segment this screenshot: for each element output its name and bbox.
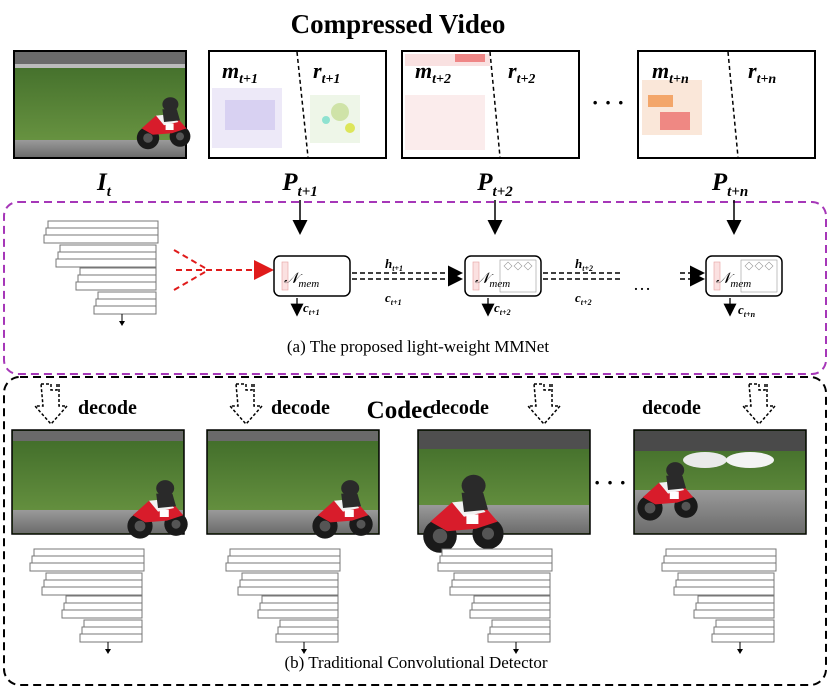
svg-text:𝒩mem: 𝒩mem [475,271,510,290]
decode-arrows [33,383,777,426]
detector-network-4 [661,548,777,654]
i-frame [13,50,191,159]
detector-network-3 [437,548,553,654]
p-frame-2-label: Pt+2 [476,169,513,200]
out-c-1: ct+1 [303,300,320,317]
h-label-2: ht+2 [575,256,593,273]
decode-label-4: decode [642,397,701,419]
backbone-network-a [43,220,159,326]
hidden-state-arrows [352,265,705,287]
svg-text:𝒩mem: 𝒩mem [716,271,751,290]
output-arrows [290,298,737,317]
p-frame-2: mt+2 rt+2 [401,50,580,159]
residual-label-2: rt+2 [508,58,535,87]
memory-module-2: 𝒩mem [464,255,542,297]
red-feature-arrows [173,249,274,291]
lstm-ellipsis: … [633,274,651,294]
decoded-frame-4 [633,429,807,535]
codec-label: Codec [367,397,434,424]
mv-label-2: mt+2 [415,58,451,87]
decode-label-3: decode [430,397,489,419]
decoded-frame-1 [11,429,188,539]
panel-a-border [3,201,827,375]
p-frame-down-arrows [292,200,742,235]
i-frame-label: It [96,169,112,200]
memory-module-n: 𝒩mem [705,255,783,297]
p-frame-1: mt+1 rt+1 [208,50,387,159]
c-label-2: ct+2 [575,290,592,307]
p-frame-n: mt+n rt+n [637,50,816,159]
out-c-n: ct+n [738,302,756,319]
residual-label-n: rt+n [748,58,776,87]
panel-b-border [3,376,827,686]
svg-text:𝒩mem: 𝒩mem [284,271,319,290]
backbone-networks-b [29,548,777,654]
p-frame-n-label: Pt+n [711,169,748,200]
decoded-frame-2 [206,429,380,539]
mv-label-n: mt+n [652,58,689,87]
bottom-ellipsis: · · · [593,470,626,495]
p-frame-1-label: Pt+1 [281,169,318,200]
detector-network-2 [225,548,341,654]
decoded-frame-3 [417,429,591,553]
c-label-1: ct+1 [385,290,402,307]
figure-title: Compressed Video [291,9,506,39]
decode-label-2: decode [271,397,330,419]
decode-label-1: decode [78,397,137,419]
panel-b-caption: (b) Traditional Convolutional Detector [285,653,548,672]
residual-label-1: rt+1 [313,58,340,87]
out-c-2: ct+2 [494,300,511,317]
memory-module-1: 𝒩mem [273,255,351,297]
detector-network-1 [29,548,145,654]
mv-label-1: mt+1 [222,58,258,87]
h-label-1: ht+1 [385,256,403,273]
panel-a-caption: (a) The proposed light-weight MMNet [287,337,549,356]
top-ellipsis: · · · [591,90,624,115]
